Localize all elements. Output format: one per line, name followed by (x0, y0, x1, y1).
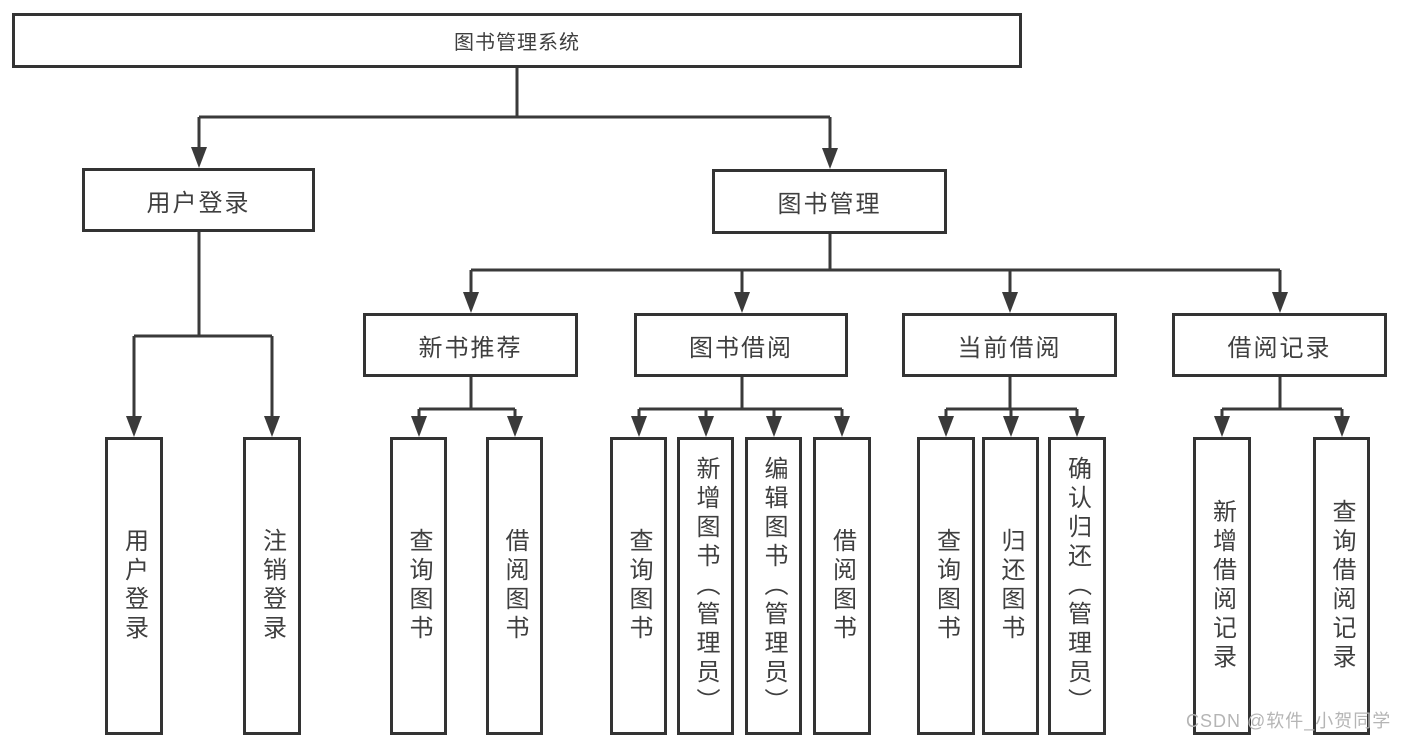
leaf-borrow-books-recommend: 借阅图书 (486, 437, 543, 735)
leaf-query-books-borrowing: 查询图书 (610, 437, 667, 735)
leaf-edit-book-admin: 编辑图书（管理员） (745, 437, 802, 735)
leaf-query-books-recommend: 查询图书 (390, 437, 447, 735)
arrowheads (126, 147, 1350, 437)
leaf-return-books: 归还图书 (982, 437, 1039, 735)
node-book-borrowing: 图书借阅 (634, 313, 848, 377)
node-user-login-branch: 用户登录 (82, 168, 315, 232)
csdn-watermark: CSDN @软件_小贺同学 (1186, 711, 1392, 731)
leaf-add-borrow-record: 新增借阅记录 (1193, 437, 1251, 735)
node-new-book-recommendation: 新书推荐 (363, 313, 578, 377)
node-book-management-branch: 图书管理 (712, 169, 947, 234)
leaf-borrow-books-borrowing: 借阅图书 (813, 437, 871, 735)
leaf-logout: 注销登录 (243, 437, 301, 735)
leaf-add-book-admin: 新增图书（管理员） (677, 437, 734, 735)
node-current-borrowing: 当前借阅 (902, 313, 1117, 377)
node-library-management-system: 图书管理系统 (12, 13, 1022, 68)
leaf-confirm-return-admin: 确认归还（管理员） (1048, 437, 1106, 735)
node-borrowing-records: 借阅记录 (1172, 313, 1387, 377)
leaf-query-borrow-record: 查询借阅记录 (1313, 437, 1370, 735)
leaf-user-login: 用户登录 (105, 437, 163, 735)
leaf-query-books-current: 查询图书 (917, 437, 975, 735)
